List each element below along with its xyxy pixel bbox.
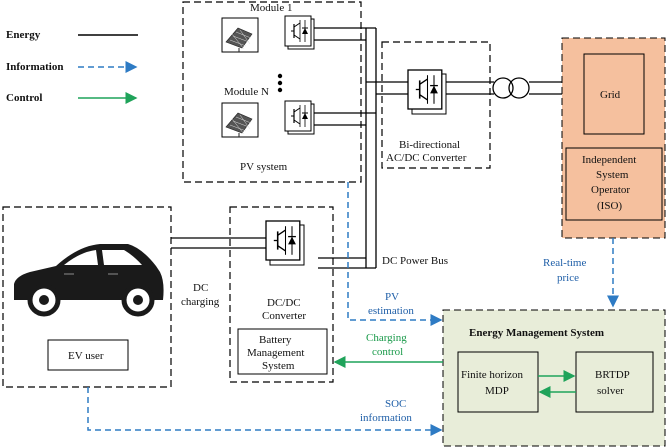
- pv-estimation-arrow: [347, 182, 443, 326]
- dcdc-converter-igbt-icon: [265, 220, 305, 266]
- pv-system-box: [182, 1, 362, 183]
- legend: Energy Information Control: [6, 29, 138, 104]
- brtdp-line2: solver: [597, 385, 624, 397]
- legend-control-label: Control: [6, 92, 42, 104]
- grid-label: Grid: [600, 89, 621, 101]
- realtime-price-line1: Real-time: [543, 257, 586, 269]
- bidirectional-converter-line2: AC/DC Converter: [386, 152, 467, 164]
- bidirectional-converter-box: [381, 41, 491, 169]
- ev-car-icon: [14, 244, 164, 317]
- mdp-box: [457, 351, 539, 413]
- dc-bus-label: DC Power Bus: [382, 255, 448, 267]
- bms-box: [237, 328, 328, 375]
- bms-line1: Battery: [259, 334, 292, 346]
- soc-information-arrow: [87, 387, 443, 436]
- dc-charging-line2: charging: [181, 296, 220, 308]
- ems-title: Energy Management System: [469, 327, 604, 339]
- mdp-line1: Finite horizon: [461, 369, 524, 381]
- dc-power-bus: [365, 28, 377, 268]
- ev-user-label-box: [47, 339, 129, 371]
- realtime-price-line2: price: [557, 272, 579, 284]
- ev-user-box: [2, 206, 172, 388]
- dc-charging-lines: [171, 237, 376, 269]
- pv-inverter-1-icon: [284, 15, 315, 50]
- dcdc-converter-line1: DC/DC: [267, 297, 301, 309]
- module-n-label: Module N: [224, 86, 269, 98]
- soc-information-line2: information: [360, 412, 412, 424]
- brtdp-solver-box: [575, 351, 654, 413]
- charging-control-line1: Charging: [366, 332, 407, 344]
- soc-information-line1: SOC: [385, 398, 406, 410]
- pv-energy-lines: [314, 27, 376, 126]
- ev-user-label: EV user: [68, 350, 104, 362]
- legend-information-label: Information: [6, 61, 63, 73]
- grid-box: [583, 53, 645, 135]
- dcdc-converter-box: [229, 206, 334, 383]
- iso-box: [565, 147, 663, 221]
- ellipsis-dots: [277, 73, 283, 93]
- pv-estimation-line1: PV: [385, 291, 399, 303]
- bidirectional-converter-line1: Bi-directional: [399, 139, 460, 151]
- iso-line1: Independent: [582, 154, 636, 166]
- charging-control-line2: control: [372, 346, 403, 358]
- pv-panel-n-icon: [221, 102, 259, 138]
- iso-line2: System: [596, 169, 629, 181]
- bms-line2: Management: [247, 347, 304, 359]
- bus-to-converter-lines: [366, 81, 408, 95]
- legend-energy-label: Energy: [6, 29, 41, 41]
- pv-inverter-n-icon: [284, 100, 315, 135]
- dcdc-converter-line2: Converter: [262, 310, 306, 322]
- iso-line3: Operator: [591, 184, 630, 196]
- brtdp-line1: BRTDP: [595, 369, 630, 381]
- bms-line3: System: [262, 360, 295, 372]
- dc-charging-line1: DC: [193, 282, 208, 294]
- pv-estimation-line2: estimation: [368, 305, 414, 317]
- iso-line4: (ISO): [597, 200, 622, 212]
- pv-system-label: PV system: [240, 161, 288, 173]
- mdp-line2: MDP: [485, 385, 509, 397]
- pv-panel-1-icon: [221, 17, 259, 53]
- bidirectional-converter-igbt-icon: [407, 69, 447, 115]
- module-1-label: Module 1: [250, 2, 292, 14]
